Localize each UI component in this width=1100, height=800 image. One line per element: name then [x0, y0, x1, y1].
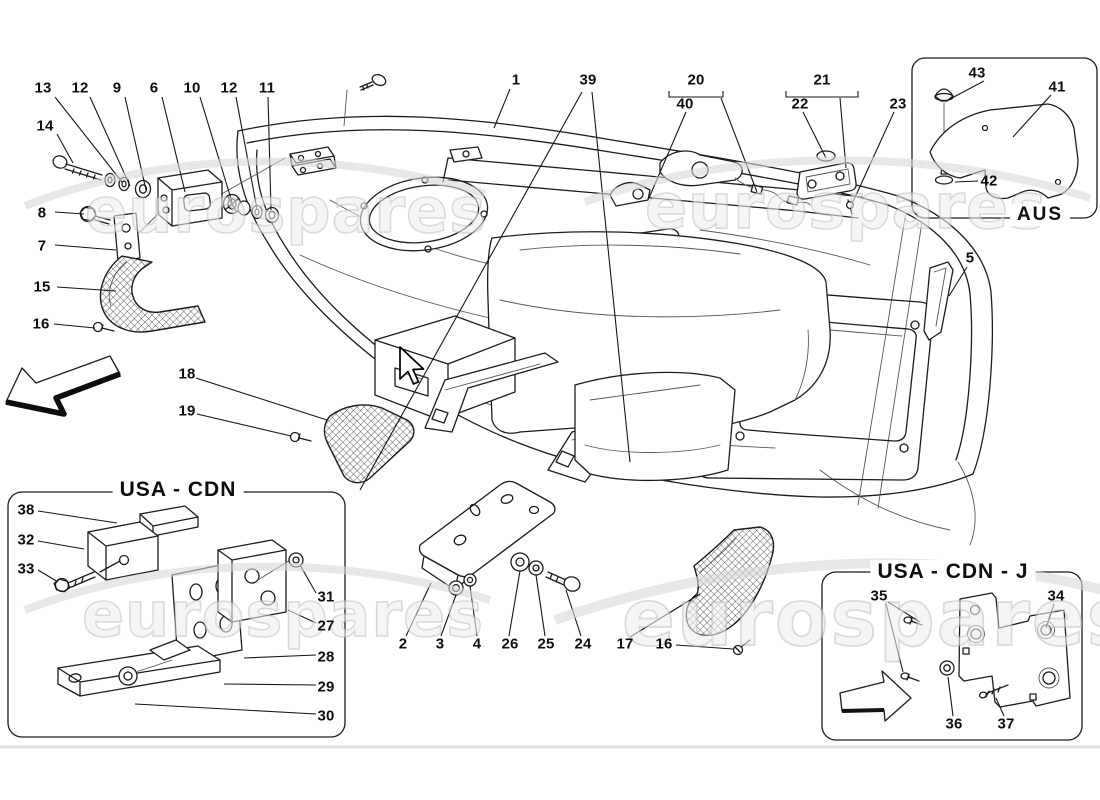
- callout-16-b[interactable]: 16: [655, 635, 673, 653]
- bumper-shell: [236, 115, 993, 546]
- callout-20[interactable]: 20: [687, 71, 705, 89]
- callout-26[interactable]: 26: [501, 635, 519, 653]
- callout-39[interactable]: 39: [579, 71, 597, 89]
- fork-shield-center: [547, 371, 736, 483]
- callout-27[interactable]: 27: [317, 617, 335, 635]
- usa-cdn-box-title: USA - CDN: [112, 478, 244, 502]
- callout-9[interactable]: 9: [112, 79, 122, 97]
- screw-19: [289, 431, 312, 443]
- callout-14[interactable]: 14: [36, 117, 54, 135]
- watermark-text-3: eurospares: [82, 578, 484, 651]
- screw-16-left: [92, 321, 115, 333]
- callout-17[interactable]: 17: [616, 635, 634, 653]
- leader-lines: [37, 80, 1055, 717]
- callout-21[interactable]: 21: [813, 71, 831, 89]
- callout-33[interactable]: 33: [17, 560, 35, 578]
- watermark-text-1: eurospares: [85, 174, 487, 247]
- callout-22[interactable]: 22: [791, 95, 809, 113]
- callout-2[interactable]: 2: [398, 635, 408, 653]
- grille-17: [685, 526, 775, 637]
- callout-38[interactable]: 38: [17, 501, 35, 519]
- callout-36[interactable]: 36: [945, 715, 963, 733]
- callout-12-b[interactable]: 12: [220, 79, 238, 97]
- callout-24[interactable]: 24: [574, 635, 592, 653]
- callout-15[interactable]: 15: [33, 278, 51, 296]
- callout-40[interactable]: 40: [676, 95, 694, 113]
- callout-19[interactable]: 19: [178, 402, 196, 420]
- callout-4[interactable]: 4: [472, 635, 482, 653]
- grille-15: [99, 255, 206, 333]
- usa-cdn-j-box: [821, 571, 1083, 741]
- callout-3[interactable]: 3: [435, 635, 445, 653]
- callout-42[interactable]: 42: [980, 172, 998, 190]
- watermark-layer: eurospares eurospares eurospares eurospa…: [23, 156, 1100, 665]
- callout-6[interactable]: 6: [149, 79, 159, 97]
- callout-7[interactable]: 7: [37, 237, 47, 255]
- callout-16-a[interactable]: 16: [32, 315, 50, 333]
- callout-41[interactable]: 41: [1048, 78, 1066, 96]
- numberplate-opening: [359, 176, 489, 253]
- callout-28[interactable]: 28: [317, 648, 335, 666]
- screw-16-right: [732, 639, 751, 656]
- callout-35[interactable]: 35: [870, 587, 888, 605]
- callout-37[interactable]: 37: [997, 715, 1015, 733]
- grille-18: [323, 404, 415, 484]
- callout-30[interactable]: 30: [317, 707, 335, 725]
- fastener-set-left: [52, 155, 280, 262]
- callout-18[interactable]: 18: [178, 365, 196, 383]
- usa-cdn-box: [7, 491, 346, 738]
- mouse-cursor: [399, 346, 425, 385]
- screw-top: [343, 73, 387, 127]
- direction-arrow-large: [5, 355, 121, 417]
- callout-11[interactable]: 11: [258, 79, 276, 97]
- callout-25[interactable]: 25: [537, 635, 555, 653]
- callout-23[interactable]: 23: [889, 95, 907, 113]
- usa-cdn-j-box-title: USA - CDN - J: [870, 560, 1036, 584]
- callout-5[interactable]: 5: [965, 249, 975, 267]
- direction-arrow-small: [839, 670, 912, 722]
- aus-box-title: AUS: [1009, 204, 1071, 226]
- callout-29[interactable]: 29: [317, 678, 335, 696]
- fork-shield-left: [424, 352, 559, 433]
- gasket-5: [923, 261, 954, 341]
- watermark-text-4: eurospares: [622, 574, 1100, 664]
- watermark-text-2: eurospares: [645, 170, 1047, 243]
- callout-34[interactable]: 34: [1047, 587, 1065, 605]
- callout-1[interactable]: 1: [511, 71, 521, 89]
- callout-13[interactable]: 13: [34, 79, 52, 97]
- callout-10[interactable]: 10: [183, 79, 201, 97]
- callout-31[interactable]: 31: [317, 588, 335, 606]
- callout-8[interactable]: 8: [37, 204, 47, 222]
- callout-43[interactable]: 43: [968, 64, 986, 82]
- callout-12-a[interactable]: 12: [71, 79, 89, 97]
- callout-32[interactable]: 32: [17, 531, 35, 549]
- center-heat-shield: [486, 231, 831, 434]
